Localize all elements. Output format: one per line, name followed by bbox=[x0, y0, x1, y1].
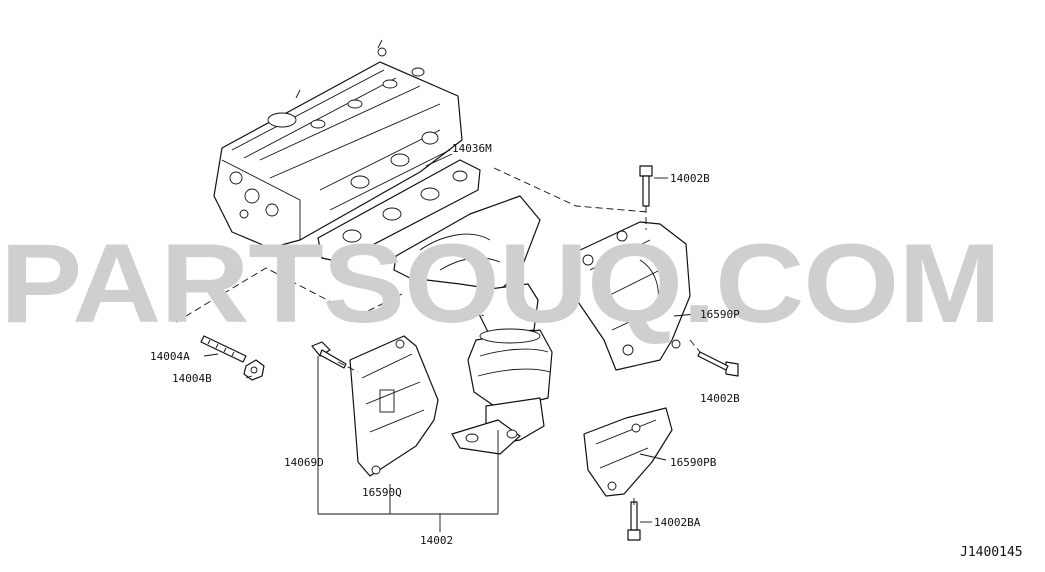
nut-14004B-illustration bbox=[243, 359, 265, 381]
leader-lines bbox=[203, 153, 697, 532]
part-label-14002B-top[interactable]: 14002B bbox=[670, 172, 710, 185]
part-label-14036M[interactable]: 14036M bbox=[452, 142, 492, 155]
part-label-14002B-right[interactable]: 14002B bbox=[700, 392, 740, 405]
bolt-14002B-right-illustration bbox=[697, 351, 739, 377]
part-label-14002[interactable]: 14002 bbox=[420, 534, 453, 547]
bolt-14069D-illustration bbox=[311, 341, 347, 369]
part-label-16590Q[interactable]: 16590Q bbox=[362, 486, 402, 499]
heat-insulator-upper-illustration bbox=[569, 221, 691, 371]
part-label-14004B[interactable]: 14004B bbox=[172, 372, 212, 385]
bolt-14002B-top-illustration bbox=[639, 165, 653, 207]
heat-insulator-lower-illustration bbox=[583, 407, 673, 497]
part-label-14002BA[interactable]: 14002BA bbox=[654, 516, 701, 529]
exhaust-manifold-catalyst-illustration bbox=[393, 195, 553, 455]
part-label-16590P[interactable]: 16590P bbox=[700, 308, 740, 321]
part-label-14069D[interactable]: 14069D bbox=[284, 456, 324, 469]
watermark-text: PARTSOUQ.COM bbox=[0, 221, 1000, 346]
diagram-id: J1400145 bbox=[960, 545, 1023, 560]
alignment-lines bbox=[175, 167, 701, 506]
part-label-16590PB[interactable]: 16590PB bbox=[670, 456, 717, 469]
heat-insulator-front-illustration bbox=[349, 335, 439, 477]
bolt-14002BA-illustration bbox=[627, 501, 641, 541]
stud-14004A-illustration bbox=[200, 335, 247, 363]
part-label-14004A[interactable]: 14004A bbox=[150, 350, 190, 363]
cylinder-head-illustration bbox=[213, 39, 463, 249]
manifold-gasket-illustration bbox=[317, 159, 481, 263]
